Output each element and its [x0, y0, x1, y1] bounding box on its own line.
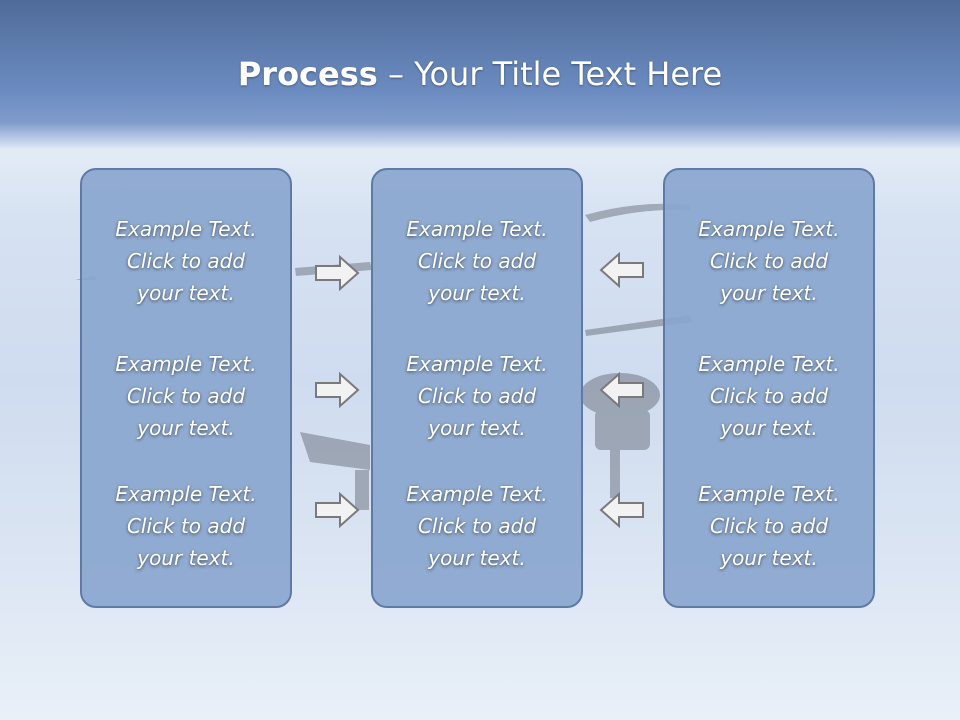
text-line: Example Text. [698, 217, 840, 241]
text-line: Click to add [417, 249, 537, 273]
text-line: your text. [720, 416, 818, 440]
text-line: Click to add [709, 514, 829, 538]
text-placeholder[interactable]: Example Text. Click to add your text. [665, 213, 873, 309]
right-arrow-icon[interactable] [312, 253, 362, 293]
left-arrow-icon[interactable] [597, 370, 647, 410]
text-placeholder[interactable]: Example Text. Click to add your text. [373, 213, 581, 309]
process-box-left[interactable]: Example Text. Click to add your text. Ex… [80, 168, 292, 608]
text-line: Example Text. [406, 482, 548, 506]
text-placeholder[interactable]: Example Text. Click to add your text. [82, 478, 290, 574]
text-placeholder[interactable]: Example Text. Click to add your text. [82, 348, 290, 444]
text-line: your text. [137, 281, 235, 305]
process-box-right[interactable]: Example Text. Click to add your text. Ex… [663, 168, 875, 608]
left-arrow-icon[interactable] [597, 490, 647, 530]
text-placeholder[interactable]: Example Text. Click to add your text. [82, 213, 290, 309]
text-line: Click to add [126, 384, 246, 408]
text-line: Example Text. [406, 352, 548, 376]
text-placeholder[interactable]: Example Text. Click to add your text. [665, 348, 873, 444]
text-line: Click to add [126, 249, 246, 273]
text-line: Click to add [709, 384, 829, 408]
text-placeholder[interactable]: Example Text. Click to add your text. [665, 478, 873, 574]
text-line: Example Text. [115, 352, 257, 376]
text-line: your text. [720, 281, 818, 305]
text-line: your text. [720, 546, 818, 570]
text-line: your text. [428, 281, 526, 305]
right-arrow-icon[interactable] [312, 490, 362, 530]
title-bold: Process [237, 55, 378, 93]
right-arrow-icon[interactable] [312, 370, 362, 410]
text-line: Example Text. [406, 217, 548, 241]
text-line: your text. [137, 416, 235, 440]
text-line: Example Text. [115, 217, 257, 241]
text-line: Example Text. [698, 352, 840, 376]
text-line: Click to add [126, 514, 246, 538]
text-placeholder[interactable]: Example Text. Click to add your text. [373, 478, 581, 574]
text-line: Click to add [417, 384, 537, 408]
title-rest: – Your Title Text Here [377, 55, 723, 93]
process-box-middle[interactable]: Example Text. Click to add your text. Ex… [371, 168, 583, 608]
text-line: Click to add [417, 514, 537, 538]
text-line: Example Text. [115, 482, 257, 506]
text-placeholder[interactable]: Example Text. Click to add your text. [373, 348, 581, 444]
text-line: your text. [428, 416, 526, 440]
slide-title[interactable]: Process – Your Title Text Here [0, 52, 960, 96]
text-line: Click to add [709, 249, 829, 273]
text-line: your text. [428, 546, 526, 570]
left-arrow-icon[interactable] [597, 250, 647, 290]
text-line: Example Text. [698, 482, 840, 506]
text-line: your text. [137, 546, 235, 570]
